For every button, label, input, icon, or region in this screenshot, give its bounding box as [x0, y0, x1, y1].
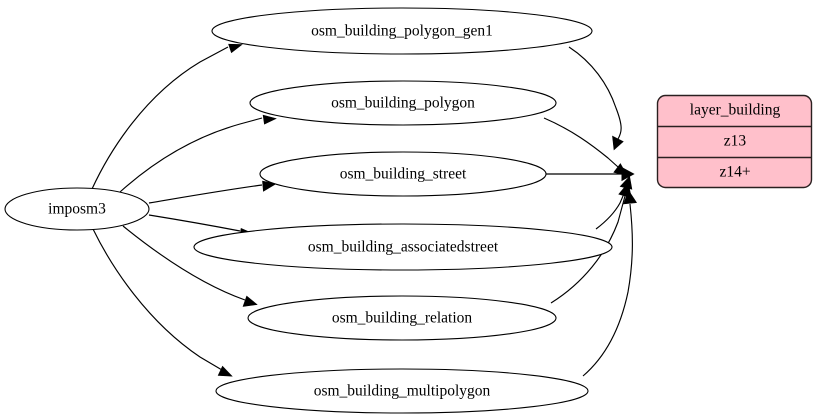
node-osm_building_polygon-label: osm_building_polygon: [331, 95, 475, 112]
node-osm_building_multipolygon-shape[interactable]: [215, 368, 589, 414]
edge-osm_building_polygon_gen1-to-zoom-z13: [568, 46, 624, 151]
node-osm_building_street[interactable]: osm_building_street: [259, 151, 547, 197]
edge-imposm3-to-osm_building_street: [148, 180, 277, 204]
node-osm_building_relation-label: osm_building_relation: [332, 310, 473, 327]
edge-group-tables-to-layer: [543, 46, 638, 377]
node-osm_building_polygon-shape[interactable]: [249, 80, 557, 126]
layer-building-row-z13[interactable]: z13: [724, 133, 747, 150]
edge-imposm3-to-osm_building_polygon_gen1: [91, 43, 243, 190]
node-osm_building_polygon_gen1-shape[interactable]: [211, 7, 593, 55]
node-osm_building_relation[interactable]: osm_building_relation: [247, 295, 557, 341]
layer-building-title: layer_building: [690, 102, 781, 119]
node-osm_building_associatedstreet-label: osm_building_associatedstreet: [308, 239, 499, 256]
edge-osm_building_street-to-zoom-z14plus: [546, 166, 635, 182]
node-imposm3[interactable]: imposm3: [4, 187, 150, 231]
edge-imposm3-to-osm_building_multipolygon: [92, 228, 233, 377]
node-layer_building[interactable]: layer_building z13 z14+: [656, 94, 813, 189]
node-osm_building_associatedstreet[interactable]: osm_building_associatedstreet: [193, 223, 613, 271]
node-imposm3-label: imposm3: [48, 201, 106, 218]
layer-building-box[interactable]: [656, 94, 813, 189]
node-osm_building_multipolygon[interactable]: osm_building_multipolygon: [215, 368, 589, 414]
node-osm_building_street-shape[interactable]: [259, 151, 547, 197]
node-osm_building_polygon[interactable]: osm_building_polygon: [249, 80, 557, 126]
edge-osm_building_multipolygon-to-zoom-z14plus: [582, 189, 638, 377]
node-osm_building_polygon_gen1[interactable]: osm_building_polygon_gen1: [211, 7, 593, 55]
node-osm_building_multipolygon-label: osm_building_multipolygon: [314, 383, 491, 400]
node-osm_building_street-label: osm_building_street: [340, 166, 467, 183]
node-osm_building_associatedstreet-shape[interactable]: [193, 223, 613, 271]
node-imposm3-shape[interactable]: [4, 187, 150, 231]
layer-building-row-z14plus[interactable]: z14+: [719, 164, 750, 181]
edge-imposm3-to-osm_building_relation: [122, 225, 258, 307]
node-osm_building_polygon_gen1-label: osm_building_polygon_gen1: [311, 23, 493, 40]
edge-imposm3-to-osm_building_polygon: [119, 114, 277, 193]
node-osm_building_relation-shape[interactable]: [247, 295, 557, 341]
